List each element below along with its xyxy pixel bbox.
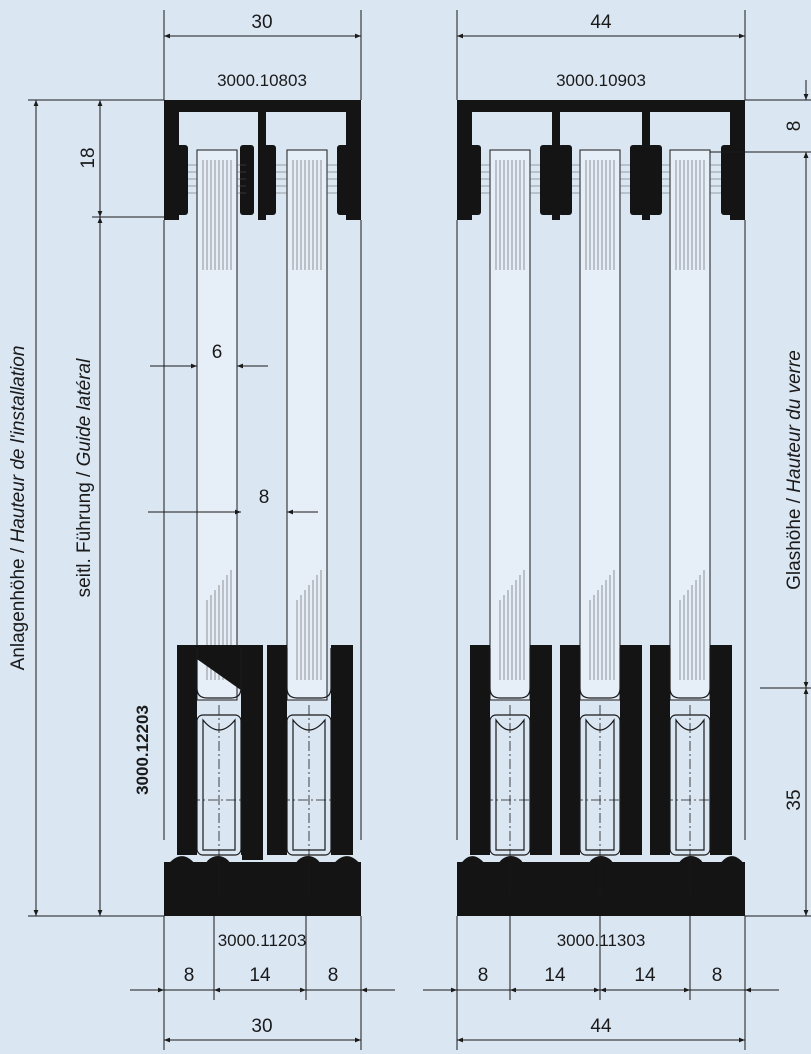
left-bottom-seg-1: 8 <box>184 965 195 986</box>
right-top-code: 3000.10903 <box>556 71 646 90</box>
left-side-code: 3000.12203 <box>133 705 152 795</box>
right-bottom-seg-1: 8 <box>478 965 489 986</box>
right-top-brush-blocks <box>465 145 737 215</box>
dimension-lines <box>28 10 811 1050</box>
right-bottom-profile <box>457 645 745 916</box>
right-bottom-code: 3000.11303 <box>557 931 646 950</box>
right-bottom-seg-4: 8 <box>712 965 723 986</box>
right-profile <box>456 100 746 916</box>
left-profile <box>163 100 362 916</box>
dimension-labels: 30 44 3000.10803 3000.10903 18 6 8 3000.… <box>8 12 805 1037</box>
left-width-top: 30 <box>251 12 272 33</box>
left-glass-hatching <box>202 160 322 680</box>
left-dim-8: 8 <box>259 487 270 508</box>
left-bottom-seg-2: 14 <box>249 965 271 986</box>
right-glass-hatching <box>495 160 705 680</box>
left-bottom-code: 3000.11203 <box>218 931 307 950</box>
right-glass-pane-2 <box>579 149 621 701</box>
right-glass-pane-1 <box>489 149 531 701</box>
left-glass-pane-1 <box>196 149 238 701</box>
left-bottom-seg-3: 8 <box>328 965 339 986</box>
right-top-profile <box>457 100 745 220</box>
left-dim-6: 6 <box>212 342 223 363</box>
right-bottom-seg-3: 14 <box>634 965 656 986</box>
right-glass-pane-3 <box>669 149 711 701</box>
right-bottom-seg-2: 14 <box>544 965 566 986</box>
left-bottom-profile <box>164 645 361 916</box>
right-dim-35: 35 <box>784 789 805 810</box>
glass-height-label: Glashöhe / Hauteur du verre <box>784 350 805 590</box>
right-width-bottom: 44 <box>590 1016 612 1037</box>
left-glass-pane-2 <box>286 149 328 701</box>
right-dim-8: 8 <box>784 121 805 132</box>
left-dim-18: 18 <box>78 147 99 168</box>
left-top-brush-blocks <box>172 145 353 215</box>
right-width-top: 44 <box>590 12 612 33</box>
left-width-bottom: 30 <box>251 1016 272 1037</box>
installation-height-label: Anlagenhöhe / Hauteur de l'installation <box>8 346 29 671</box>
side-guide-label: seitl. Führung / Guide latéral <box>74 358 95 597</box>
left-top-code: 3000.10803 <box>217 71 307 90</box>
